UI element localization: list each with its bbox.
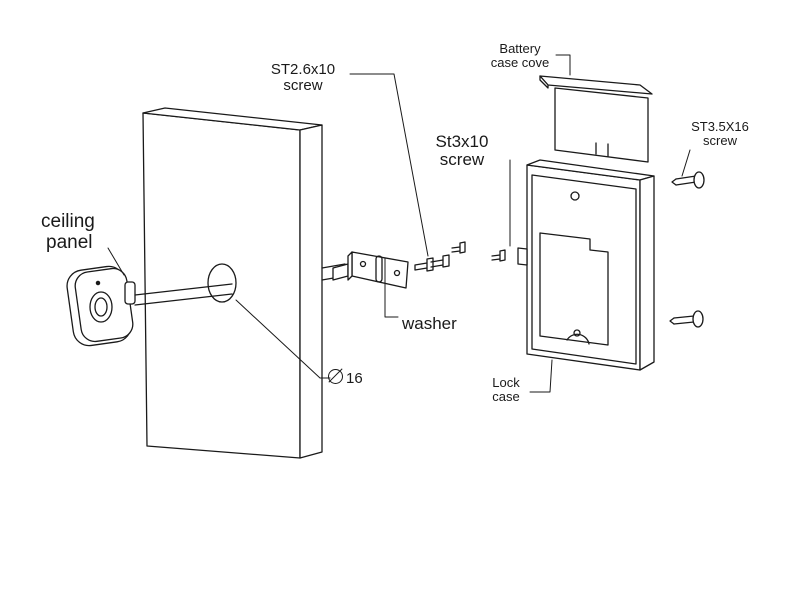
washer-plate — [347, 251, 409, 289]
st3-screw-label: St3x10 screw — [435, 132, 489, 170]
lock-case-label: Lock case — [492, 375, 520, 405]
leader-lines — [107, 54, 691, 393]
connecting-shaft — [134, 263, 349, 306]
st26-screws — [414, 254, 450, 272]
battery-case-cover — [539, 75, 653, 163]
battery-cover-label: Battery case cove — [490, 41, 550, 71]
lock-case — [517, 159, 655, 371]
diameter-value: 16 — [346, 370, 363, 387]
diameter-icon — [328, 368, 343, 384]
ceiling-panel-label: ceiling panel — [41, 211, 95, 253]
st3-screws — [451, 241, 506, 262]
st35-screw-label: ST3.5X16 screw — [691, 119, 749, 149]
st35-screws — [669, 171, 705, 328]
washer-label: washer — [402, 314, 457, 333]
door-panel — [142, 107, 323, 459]
fingerprint-reader — [66, 265, 136, 347]
diameter-label: 16 — [328, 368, 363, 387]
st26-screw-label: ST2.6x10 screw — [270, 61, 336, 95]
